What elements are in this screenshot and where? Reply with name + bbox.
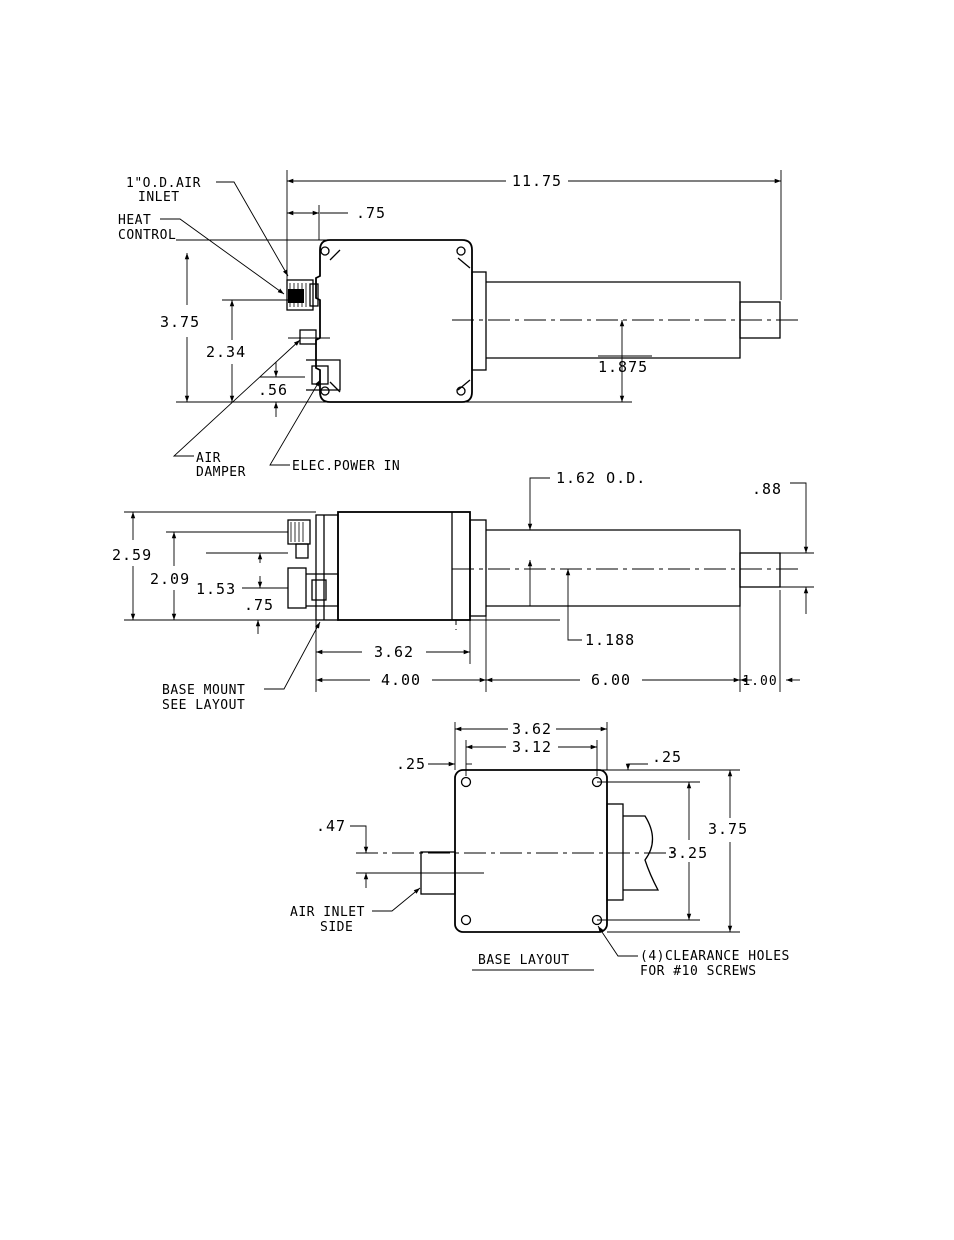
side-tube (486, 530, 740, 606)
side-height-dim: 2.59 (112, 546, 152, 564)
heat-control-label: HEAT (118, 213, 151, 228)
top-mount-hole (321, 387, 329, 395)
damper-height-dim: .56 (258, 381, 288, 399)
clearance-hole (462, 916, 471, 925)
base-layout: 3.62 3.12 .25 .25 3.75 3.25 .47 AIR INLE… (290, 720, 790, 979)
air-inlet-side-label: SIDE (320, 920, 353, 935)
top-mount-hole (457, 247, 465, 255)
base-left-edge-dim: .25 (396, 755, 426, 773)
base-width-dim: 3.62 (512, 720, 552, 738)
side-view: 2.59 2.09 1.53 .75 1.62 O.D. 1.188 .88 (112, 469, 814, 713)
top-view: 11.75 .75 3.75 2.34 .56 1.875 1"O.D.AIR … (118, 170, 798, 480)
base-inlet-offset-dim: .47 (316, 817, 346, 835)
air-inlet-label: INLET (138, 190, 180, 205)
base-mount-label: SEE LAYOUT (162, 698, 245, 713)
side-power-height-dim: .75 (244, 596, 274, 614)
air-damper-label: DAMPER (196, 465, 246, 480)
base-plate (455, 770, 607, 932)
inlet-offset-dim: .75 (356, 204, 386, 222)
side-centerline-dim: 1.188 (585, 631, 635, 649)
hole-spacing-y-dim: 3.25 (668, 844, 708, 862)
base-layout-title: BASE LAYOUT (478, 953, 570, 968)
top-mount-hole (321, 247, 329, 255)
side-inlet-height-dim: 2.09 (150, 570, 190, 588)
tip-length-dim: 1.00 (742, 674, 777, 689)
hole-spacing-x-dim: 3.12 (512, 738, 552, 756)
top-power-box (306, 360, 340, 390)
side-housing (338, 512, 470, 620)
tube-length-dim: 6.00 (591, 671, 631, 689)
base-length-dim: 4.00 (381, 671, 421, 689)
base-height-dim: 3.75 (708, 820, 748, 838)
air-inlet-label: 1"O.D.AIR (126, 176, 201, 191)
centerline-height-dim: 1.875 (598, 358, 648, 376)
side-power-box (306, 574, 338, 606)
clearance-hole (462, 778, 471, 787)
air-damper-label: AIR (196, 451, 221, 466)
overall-length-dim: 11.75 (512, 172, 562, 190)
side-tip (740, 553, 780, 587)
height-dim: 3.75 (160, 313, 200, 331)
air-inlet-side-label: AIR INLET (290, 905, 365, 920)
side-control-panel (316, 515, 338, 620)
heat-control-label: CONTROL (118, 228, 176, 243)
side-damper-box (288, 568, 306, 608)
tip-diameter-dim: .88 (752, 480, 782, 498)
base-mount-label: BASE MOUNT (162, 683, 245, 698)
elec-power-label: ELEC.POWER IN (292, 459, 400, 474)
top-air-damper (300, 330, 316, 344)
box-width-dim: 3.62 (374, 643, 414, 661)
tube-diameter-dim: 1.62 O.D. (556, 469, 646, 487)
clearance-holes-note: FOR #10 SCREWS (640, 964, 757, 979)
side-damper-height-dim: 1.53 (196, 580, 236, 598)
clearance-holes-note: (4)CLEARANCE HOLES (640, 949, 790, 964)
side-flange (470, 520, 486, 616)
inlet-height-dim: 2.34 (206, 343, 246, 361)
base-flange (607, 804, 623, 900)
base-top-edge-dim: .25 (652, 748, 682, 766)
top-flange (472, 272, 486, 370)
